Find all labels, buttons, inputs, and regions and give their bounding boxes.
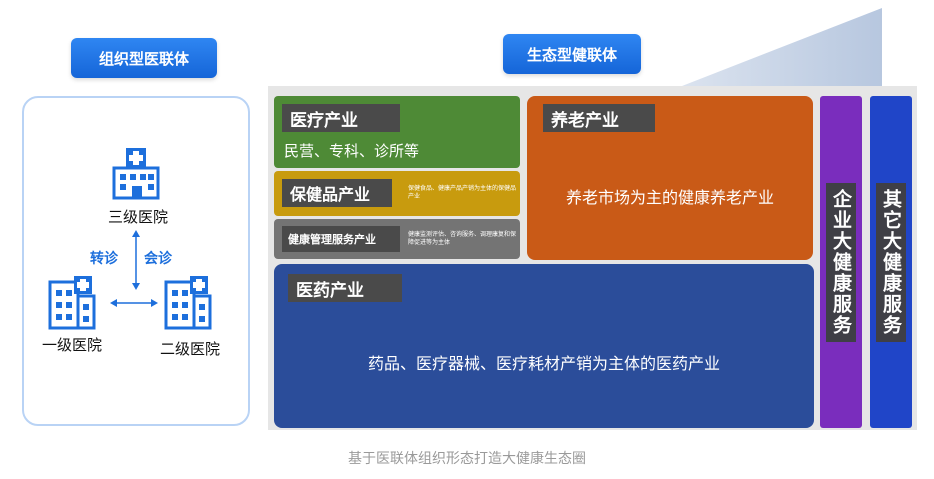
health-products-desc: 保健食品、健康产品产销为主体的保健品产业 <box>408 185 517 200</box>
other-health-label: 其它大健康服务 <box>876 182 906 342</box>
hospital-icon <box>48 276 96 330</box>
referral-label: 转诊 <box>90 251 118 267</box>
health-products-box: 保健品产业 保健食品、健康产品产销为主体的保健品产业 <box>274 171 520 216</box>
health-products-title: 保健品产业 <box>282 179 392 207</box>
elderly-care-box: 养老产业 养老市场为主的健康养老产业 <box>527 96 813 260</box>
vertical-arrow-icon <box>132 230 140 290</box>
hospital-icon <box>112 148 160 200</box>
health-mgmt-title: 健康管理服务产业 <box>282 226 400 252</box>
other-health-column: 其它大健康服务 <box>870 96 912 428</box>
medical-industry-desc: 民营、专科、诊所等 <box>284 142 420 160</box>
hospital-icon <box>164 276 212 330</box>
pharma-industry-desc: 药品、医疗器械、医疗耗材产销为主体的医药产业 <box>367 354 720 373</box>
level1-hospital-label: 一级医院 <box>42 336 103 354</box>
medical-industry-box: 医疗产业 民营、专科、诊所等 <box>274 96 520 168</box>
enterprise-health-column: 企业大健康服务 <box>820 96 862 428</box>
elderly-care-desc: 养老市场为主的健康养老产业 <box>565 188 774 207</box>
health-mgmt-box: 健康管理服务产业 健康监测评估、咨询服务、调理康复和保障促进等为主体 <box>274 219 520 259</box>
level3-hospital-label: 三级医院 <box>108 208 169 226</box>
figure-caption: 基于医联体组织形态打造大健康生态圈 <box>348 451 586 467</box>
org-alliance-panel: 三级医院 转诊 会诊 一级医院 <box>22 96 250 426</box>
enterprise-health-label: 企业大健康服务 <box>826 182 856 342</box>
health-mgmt-desc: 健康监测评估、咨询服务、调理康复和保障促进等为主体 <box>408 231 517 246</box>
consult-label: 会诊 <box>144 251 172 267</box>
level2-hospital-label: 二级医院 <box>160 340 221 358</box>
pharma-industry-box: 医药产业 药品、医疗器械、医疗耗材产销为主体的医药产业 <box>274 264 814 428</box>
decorative-triangle <box>682 8 882 86</box>
medical-industry-title: 医疗产业 <box>282 104 400 132</box>
pharma-industry-title: 医药产业 <box>288 274 402 302</box>
elderly-care-title: 养老产业 <box>543 104 655 132</box>
eco-alliance-pill: 生态型健联体 <box>503 34 641 74</box>
horizontal-arrow-icon <box>110 299 158 307</box>
org-alliance-pill: 组织型医联体 <box>71 38 217 78</box>
